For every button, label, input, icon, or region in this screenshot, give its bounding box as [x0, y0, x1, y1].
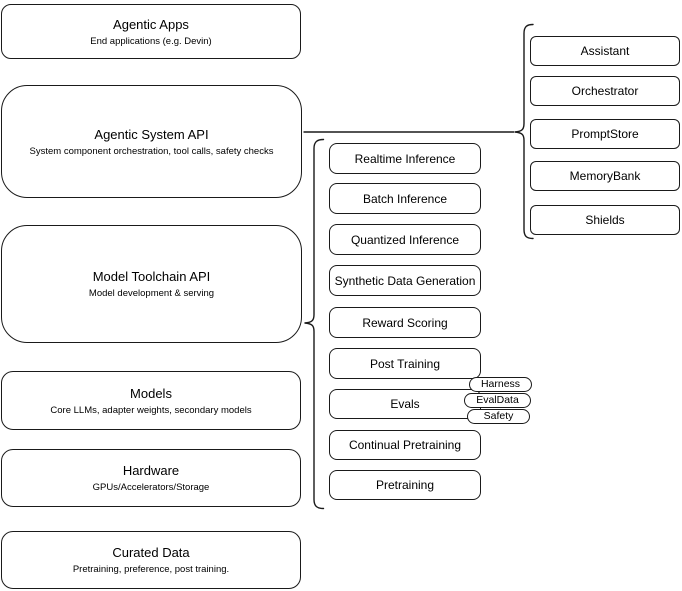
service-post-training: Post Training [329, 348, 481, 379]
eval-tag-harness: Harness [469, 377, 532, 392]
component-orchestrator: Orchestrator [530, 76, 680, 106]
node-title: Agentic System API [94, 126, 209, 142]
service-evals: Evals [329, 389, 481, 419]
node-curated-data: Curated Data Pretraining, preference, po… [1, 531, 301, 589]
node-agentic-apps: Agentic Apps End applications (e.g. Devi… [1, 4, 301, 59]
service-continual-pretraining: Continual Pretraining [329, 430, 481, 460]
node-hardware: Hardware GPUs/Accelerators/Storage [1, 449, 301, 507]
eval-tag-safety: Safety [467, 409, 530, 424]
service-synthetic-data-generation: Synthetic Data Generation [329, 265, 481, 296]
component-memorybank: MemoryBank [530, 161, 680, 191]
toolchain-services-brace [304, 138, 325, 510]
node-title: Agentic Apps [113, 16, 189, 32]
component-assistant: Assistant [530, 36, 680, 66]
node-model-toolchain-api: Model Toolchain API Model development & … [1, 225, 302, 343]
component-promptstore: PromptStore [530, 119, 680, 149]
node-subtitle: Model development & serving [88, 288, 215, 299]
service-batch-inference: Batch Inference [329, 183, 481, 214]
node-subtitle: Core LLMs, adapter weights, secondary mo… [50, 404, 252, 416]
node-subtitle: System component orchestration, tool cal… [29, 145, 274, 157]
node-title: Model Toolchain API [92, 269, 211, 284]
node-subtitle: GPUs/Accelerators/Storage [92, 482, 210, 493]
service-pretraining: Pretraining [329, 470, 481, 500]
node-title: Models [130, 385, 172, 401]
node-subtitle: Pretraining, preference, post training. [72, 564, 230, 575]
node-models: Models Core LLMs, adapter weights, secon… [1, 371, 301, 430]
eval-tag-evaldata: EvalData [464, 393, 531, 408]
component-shields: Shields [530, 205, 680, 235]
node-agentic-system-api: Agentic System API System component orch… [1, 85, 302, 198]
node-title: Hardware [122, 463, 180, 478]
node-subtitle: End applications (e.g. Devin) [90, 35, 212, 47]
service-realtime-inference: Realtime Inference [329, 143, 481, 174]
service-reward-scoring: Reward Scoring [329, 307, 481, 338]
node-title: Curated Data [112, 545, 190, 560]
service-quantized-inference: Quantized Inference [329, 224, 481, 255]
